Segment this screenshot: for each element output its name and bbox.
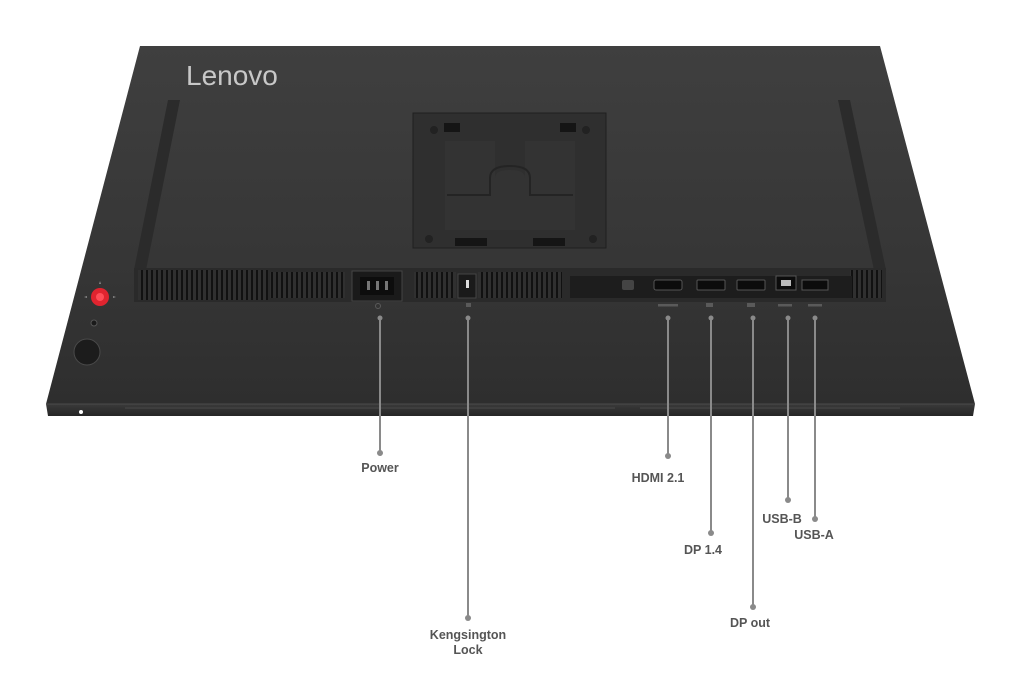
port-markings <box>375 303 822 309</box>
usb-b-label: USB-B <box>762 512 802 526</box>
power-label: Power <box>361 461 399 475</box>
kensington-slot <box>457 273 477 299</box>
leader-lines <box>377 315 818 621</box>
lock-icon <box>466 303 471 307</box>
power-icon <box>375 303 381 309</box>
power-inlet <box>351 270 403 302</box>
power-button <box>73 338 101 366</box>
kensington-lock-label: Kengsington Lock <box>418 628 518 658</box>
controls <box>73 281 116 366</box>
lenovo-logo: Lenovo <box>186 60 278 91</box>
vesa-mount-plate <box>412 112 607 249</box>
dp-out-label: DP out <box>729 616 771 630</box>
hdmi-label: HDMI 2.1 <box>631 471 685 485</box>
usb-a-label: USB-A <box>794 528 834 542</box>
dp-in-label: DP 1.4 <box>684 543 722 557</box>
io-strip <box>134 268 886 302</box>
kensington-lock-text: Kengsington Lock <box>429 628 507 657</box>
ports-row <box>622 275 829 291</box>
